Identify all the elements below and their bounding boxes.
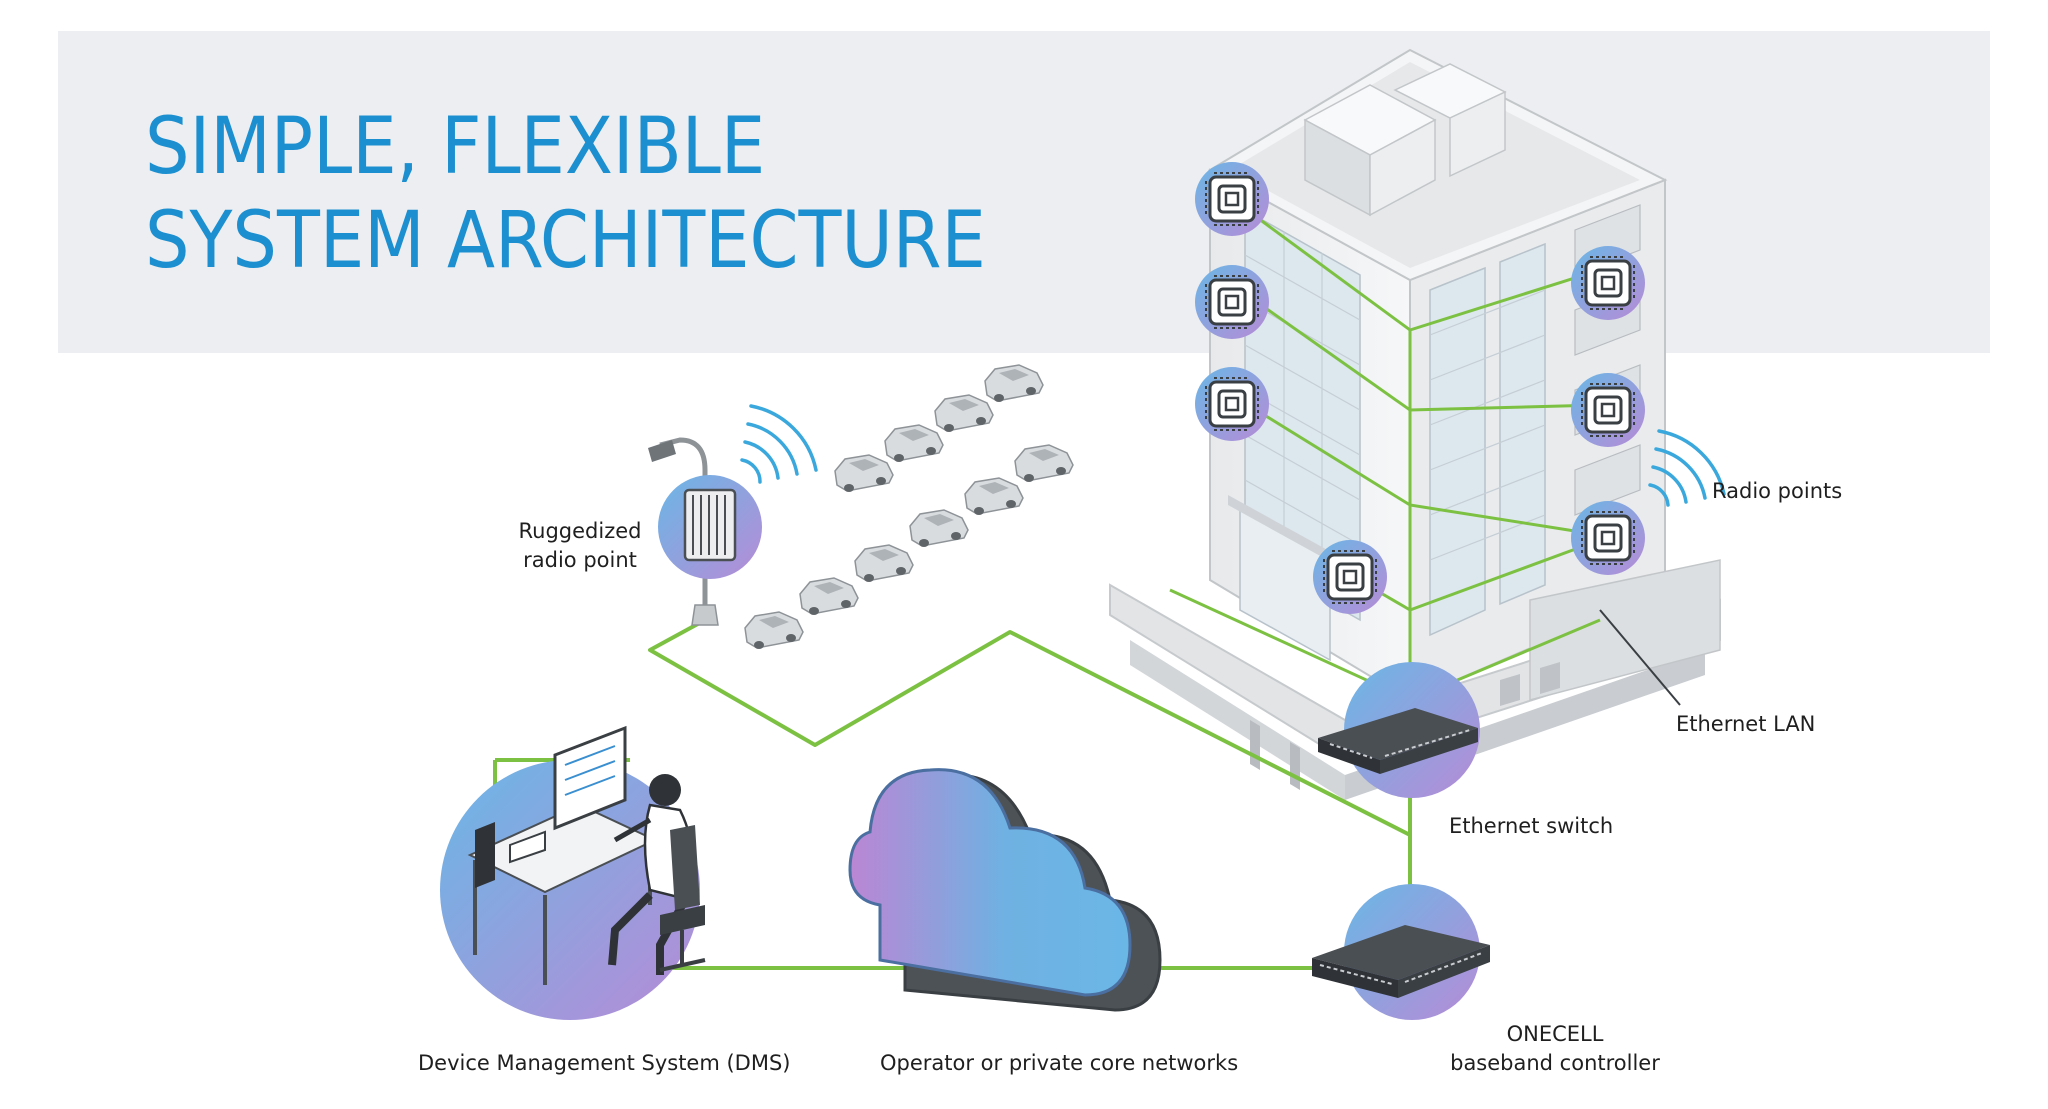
radio-point-icon xyxy=(1569,499,1647,577)
building-icon xyxy=(1109,48,1721,800)
radio-point-icon xyxy=(1311,538,1389,616)
car-icon xyxy=(834,454,894,493)
ethernet-switch-label: Ethernet switch xyxy=(1449,814,1614,838)
car-icon xyxy=(884,424,944,463)
baseband-controller-icon xyxy=(1312,884,1490,1020)
car-icon xyxy=(909,509,969,548)
car-icon xyxy=(934,394,994,433)
radio-point-icon xyxy=(1193,160,1271,238)
ethernet-lan-label: Ethernet LAN xyxy=(1676,712,1816,736)
header-band xyxy=(58,31,1990,353)
car-icon xyxy=(984,364,1044,403)
radio-point-icon xyxy=(1569,371,1647,449)
car-icon xyxy=(964,477,1024,516)
radio-point-icon xyxy=(1569,244,1647,322)
title-line-1: SIMPLE, FLEXIBLE xyxy=(145,102,766,192)
operator-workstation-icon xyxy=(440,725,706,1020)
radio-point-icon xyxy=(1193,365,1271,443)
car-fleet xyxy=(744,364,1074,650)
car-icon xyxy=(799,577,859,616)
ruggedized-label-line-2: radio point xyxy=(523,548,637,572)
street-lamp-icon xyxy=(648,437,719,626)
signal-wave-icon xyxy=(1648,429,1726,507)
ruggedized-label-line-1: Ruggedized xyxy=(518,519,642,543)
car-icon xyxy=(1014,444,1074,483)
radio-points-label: Radio points xyxy=(1712,479,1843,503)
title-line-2: SYSTEM ARCHITECTURE xyxy=(145,196,986,286)
car-icon xyxy=(854,544,914,583)
cloud-icon xyxy=(848,768,1162,1012)
controller-label-line-1: ONECELL xyxy=(1506,1022,1604,1046)
page-title: SIMPLE, FLEXIBLE SYSTEM ARCHITECTURE xyxy=(145,100,986,288)
ruggedized-radio-icon xyxy=(658,475,762,579)
radio-point-icon xyxy=(1193,263,1271,341)
car-icon xyxy=(744,611,804,650)
ethernet-lan-pointer xyxy=(1599,609,1681,706)
baseband-controller-label: ONECELL baseband controller xyxy=(1440,1020,1670,1078)
ruggedized-radio-label: Ruggedized radio point xyxy=(510,517,650,575)
signal-wave-icon xyxy=(740,404,818,484)
ethernet-switch-icon xyxy=(1318,662,1480,798)
dms-label: Device Management System (DMS) xyxy=(418,1051,791,1075)
core-networks-label: Operator or private core networks xyxy=(880,1051,1239,1075)
controller-label-line-2: baseband controller xyxy=(1450,1051,1660,1075)
